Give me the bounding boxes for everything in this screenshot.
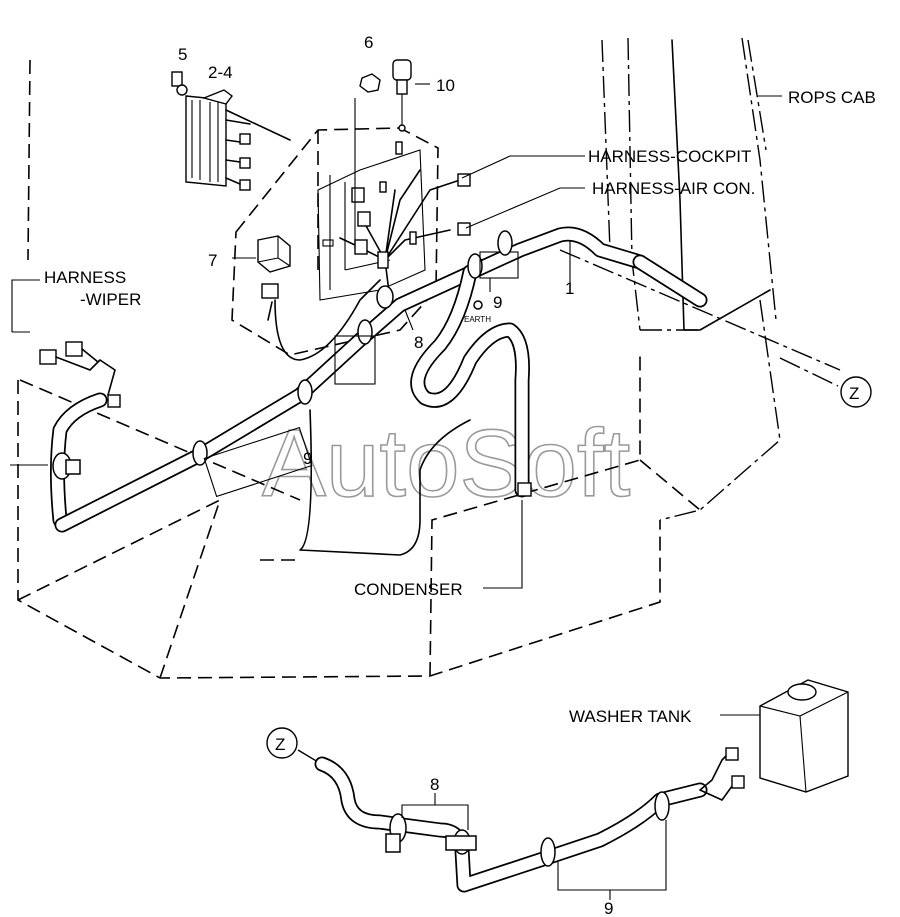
earth-point: [473, 300, 483, 310]
connector: [261, 283, 279, 299]
connector: [379, 181, 387, 193]
label-condenser: CONDENSER: [354, 580, 463, 599]
connector: [39, 349, 57, 365]
label-harness-cockpit: HARNESS-COCKPIT: [588, 147, 751, 166]
clip-plate: [385, 833, 401, 853]
clip-bracket: [203, 426, 313, 498]
connector: [65, 341, 83, 357]
connector: [725, 747, 739, 761]
z-circle: [840, 376, 872, 408]
connector: [457, 173, 471, 187]
clip-plate: [445, 835, 477, 851]
clip: [467, 253, 483, 279]
wiper-harness-tube: [10, 226, 708, 533]
clip: [297, 379, 313, 405]
condenser-harness-tube: [299, 264, 530, 556]
callout-8-bottom: 8: [430, 775, 439, 794]
relay-7: [257, 235, 291, 273]
connector: [357, 211, 371, 227]
clip: [497, 230, 513, 256]
connector: [517, 482, 532, 497]
clip-bracket: [334, 335, 376, 385]
washer-harness-detail: [314, 747, 745, 900]
label-earth: EARTH: [464, 315, 491, 324]
label-harness-air-con: HARNESS-AIR CON.: [592, 179, 755, 198]
label-harness-wiper-2: -WIPER: [80, 290, 141, 309]
callout-5: 5: [178, 45, 187, 64]
tube-clips: [52, 230, 519, 498]
label-washer-tank: WASHER TANK: [569, 707, 692, 726]
leader-lines: [11, 83, 782, 716]
z-circle: [266, 727, 298, 759]
connector: [731, 775, 745, 789]
clip: [654, 791, 670, 821]
clip: [376, 285, 394, 309]
z-label: Z: [849, 384, 859, 403]
callout-9-bottom: 9: [604, 899, 613, 917]
clip: [357, 319, 373, 345]
connector: [395, 141, 403, 155]
clip-plate: [65, 459, 81, 475]
z-label: Z: [275, 735, 285, 754]
callout-9-mid: 9: [303, 449, 312, 468]
connector: [377, 251, 389, 269]
clip-bracket: [479, 251, 519, 279]
connector: [457, 222, 471, 236]
callout-2-4: 2-4: [208, 63, 233, 82]
watermark: AutoSoft: [262, 410, 630, 517]
z-reference-top: Z: [779, 357, 872, 408]
washer-tank: [759, 679, 849, 793]
callout-10: 10: [436, 76, 455, 95]
callout-7: 7: [208, 251, 217, 270]
z-reference-bottom: Z: [266, 727, 319, 763]
label-rops-cab: ROPS CAB: [788, 88, 876, 107]
label-harness-wiper-1: HARNESS: [44, 268, 126, 287]
callout-6: 6: [364, 33, 373, 52]
callout-8-top: 8: [414, 333, 423, 352]
fitting-10: [392, 59, 412, 132]
connector: [107, 394, 121, 408]
connector: [409, 231, 417, 245]
rops-cab-outline: [559, 37, 841, 521]
connector: [354, 239, 368, 255]
connector: [351, 187, 365, 203]
callout-1: 1: [565, 279, 574, 298]
connectors: [39, 141, 532, 497]
mounting-panel: [231, 127, 439, 356]
nut-6: [354, 73, 381, 180]
cab-body-outline: [17, 59, 701, 679]
callout-9-top: 9: [493, 293, 502, 312]
clip: [192, 440, 208, 466]
relay-box-2-4: [171, 71, 291, 191]
clip: [540, 837, 556, 867]
